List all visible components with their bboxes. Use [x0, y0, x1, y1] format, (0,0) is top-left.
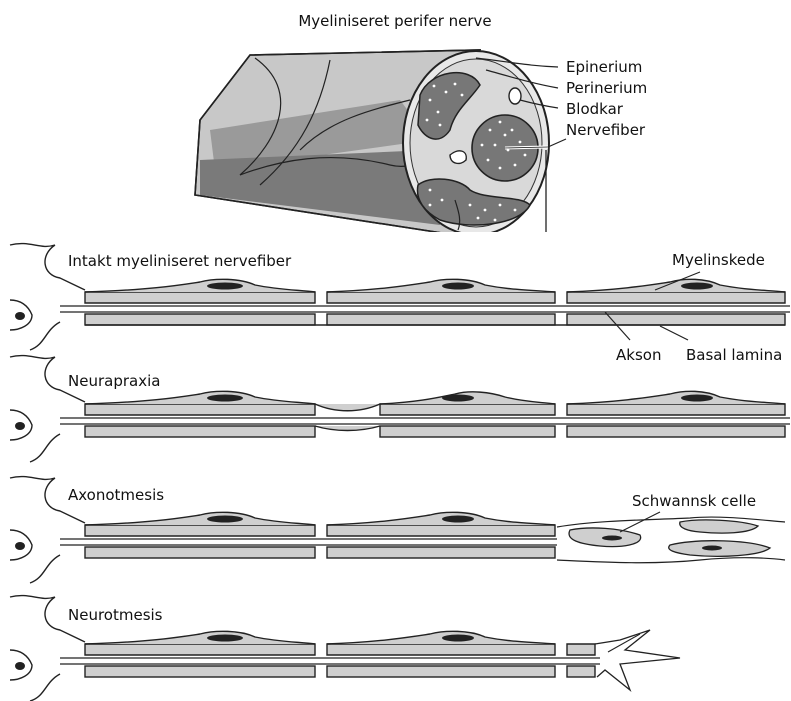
row-label-neurotmesis: Neurotmesis	[68, 606, 163, 624]
row-label-intact: Intakt myeliniseret nervefiber	[68, 252, 292, 270]
label-basal-lamina: Basal lamina	[686, 346, 782, 364]
label-nervefiber: Nervefiber	[566, 121, 646, 139]
label-epinerium: Epinerium	[566, 58, 642, 76]
label-perinerium: Perinerium	[566, 79, 647, 97]
label-schwannsk-celle: Schwannsk celle	[632, 492, 756, 510]
label-myelinskede: Myelinskede	[672, 251, 765, 269]
diagram-title: Myeliniseret perifer nerve	[298, 12, 491, 30]
row-label-axonotmesis: Axonotmesis	[68, 486, 164, 504]
label-blodkar: Blodkar	[566, 100, 624, 118]
label-akson: Akson	[616, 346, 661, 364]
nerve-cross-section	[195, 50, 549, 235]
row-label-neurapraxia: Neurapraxia	[68, 372, 160, 390]
